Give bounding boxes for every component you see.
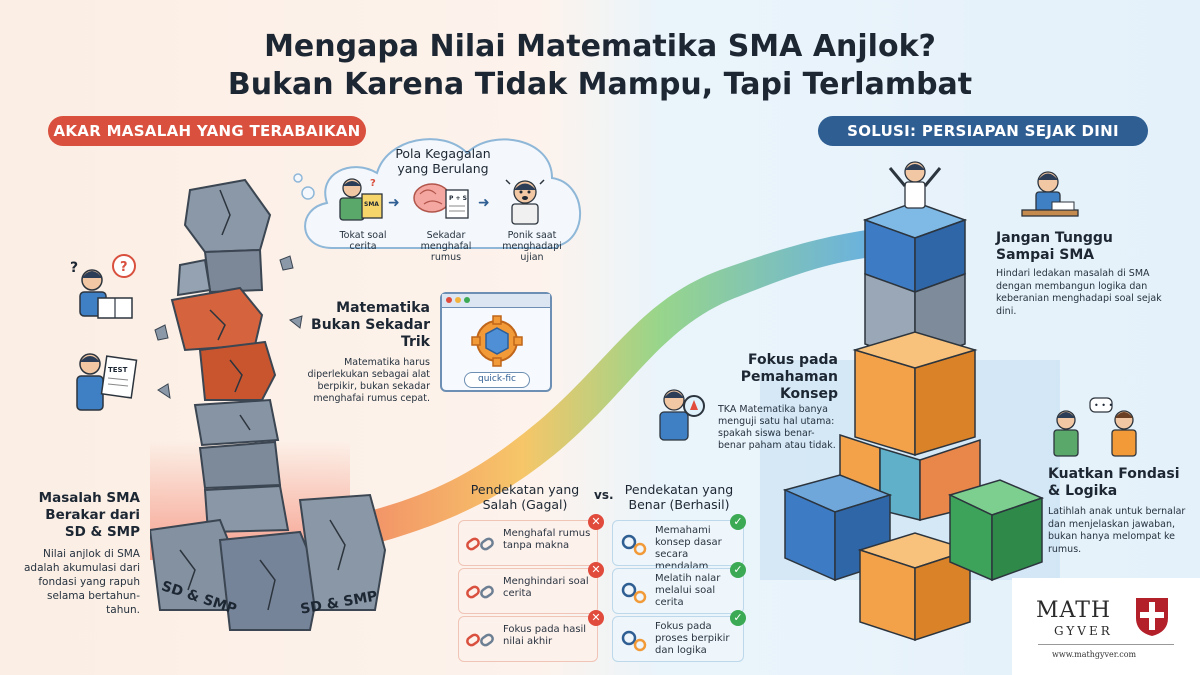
right-approach-title: Pendekatan yang Benar (Berhasil) [624,482,734,512]
logo-url: www.mathgyver.com [1052,650,1137,659]
gears-icon [621,582,647,604]
dont-wait-title: Jangan Tunggu Sampai SMA [996,230,1113,263]
right-item-text: Melatih nalar melalui soal cerita [655,573,721,608]
tricks-text: Matematika harus diperlekukan sebagai al… [307,357,430,404]
title-line-1: Mengapa Nilai Matematika SMA Anjlok? [264,29,936,64]
brain-memorize-icon: P + S [413,183,469,219]
arrow-right-icon: ➜ [388,195,400,211]
roots-title: Masalah SMA Berakar dari SD & SMP [38,490,140,540]
cycle-step-1: Tokat soal cerita [339,230,387,252]
book-label: SMA [364,201,379,208]
svg-text:?: ? [120,260,128,275]
quick-fix-chip: quick-fic [464,372,530,388]
check-mark-icon: ✓ [730,610,746,626]
svg-text:?: ? [70,260,78,276]
formula-paper-label: P + S [449,195,467,202]
window-titlebar [442,294,550,308]
broken-chain-icon [466,585,494,599]
wrong-approach-title: Pendekatan yang Salah (Gagal) [470,482,580,512]
stressed-student-test-icon: TEST [76,353,138,411]
mathgyver-logo: MATH GYVER www.mathgyver.com [1012,578,1200,675]
wrong-item-text: Fokus pada hasil nilai akhir [503,624,587,647]
wrong-item-card: Menghindari soal cerita [458,568,598,614]
window-minimize-dot [455,297,461,303]
students-discussing-icon: • • • [1053,397,1137,457]
student-studying-desk-icon [1021,171,1079,217]
student-magnifier-icon [659,389,705,441]
test-paper-label: TEST [108,366,128,374]
cycle-step-2: Sekadar menghafal rumus [420,230,472,263]
crumbling-tower-illustration [150,178,387,631]
arrow-right-icon: ➜ [478,195,490,211]
broken-chain-icon [466,537,494,551]
svg-text:?: ? [370,178,376,189]
check-mark-icon: ✓ [730,514,746,530]
dont-wait-text: Hindari ledakan masalah di SMA dengan me… [996,268,1162,317]
right-section-banner: SOLUSI: PERSIAPAN SEJAK DINI [818,116,1148,146]
right-item-card: Memahami konsep dasar secara mendalam [612,520,744,572]
gears-icon [621,534,647,556]
cycle-step-3: Ponik saat menghadapi ujian [502,230,562,263]
panicked-student-icon [505,179,545,225]
foundation-block: Kuatkan Fondasi & Logika Latihlah anak u… [1048,466,1188,556]
right-item-card: Fokus pada proses berpikir dan logika [612,616,744,662]
wrong-item-text: Menghafal rumus tanpa makna [503,528,591,551]
logo-name-top: MATH [1036,598,1112,623]
focus-text: TKA Matematika banya menguji satu hal ut… [718,404,836,451]
failure-cycle-title: Pola Kegagalan yang Berulang [395,146,491,176]
window-close-dot [446,297,452,303]
logo-divider [1038,644,1174,645]
page-title: Mengapa Nilai Matematika SMA Anjlok? Buk… [0,28,1200,104]
check-mark-icon: ✓ [730,562,746,578]
tricks-title: Matematika Bukan Sekadar Trik [311,300,430,350]
roots-block: Masalah SMA Berakar dari SD & SMP Nilai … [20,490,140,617]
gear-icon [471,315,523,367]
svg-text:• • •: • • • [1094,401,1113,410]
right-item-text: Memahami konsep dasar secara mendalam [655,525,722,572]
right-item-card: Melatih nalar melalui soal cerita [612,568,744,614]
x-mark-icon: ✕ [588,562,604,578]
title-line-2: Bukan Karena Tidak Mampu, Tapi Terlambat [227,67,973,102]
gears-icon [621,630,647,652]
window-maximize-dot [464,297,470,303]
foundation-text: Latihlah anak untuk bernalar dan menjela… [1048,506,1186,555]
vs-label: vs. [594,488,614,502]
focus-title: Fokus pada Pemahaman Konsep [740,352,838,402]
tricks-block: Matematika Bukan Sekadar Trik Matematika… [300,300,430,405]
student-with-book-icon: SMA ? [339,178,383,221]
left-section-banner: AKAR MASALAH YANG TERABAIKAN [48,116,366,146]
x-mark-icon: ✕ [588,514,604,530]
right-item-text: Fokus pada proses berpikir dan logika [655,621,730,656]
quick-fix-window: quick-fic [440,292,552,392]
logo-name-bottom: GYVER [1054,624,1113,638]
roots-text: Nilai anjlok di SMA adalah akumulasi dar… [23,548,140,616]
wrong-item-card: Menghafal rumus tanpa makna [458,520,598,566]
foundation-title: Kuatkan Fondasi & Logika [1048,466,1180,499]
wrong-item-card: Fokus pada hasil nilai akhir [458,616,598,662]
logo-cross-icon [1136,598,1168,636]
wrong-item-text: Menghindari soal cerita [503,576,589,599]
strong-tower-illustration [782,161,1045,642]
x-mark-icon: ✕ [588,610,604,626]
dont-wait-block: Jangan Tunggu Sampai SMA Hindari ledakan… [996,230,1186,318]
confused-student-reading-icon: ? ? [70,254,136,319]
broken-chain-icon [466,633,494,647]
